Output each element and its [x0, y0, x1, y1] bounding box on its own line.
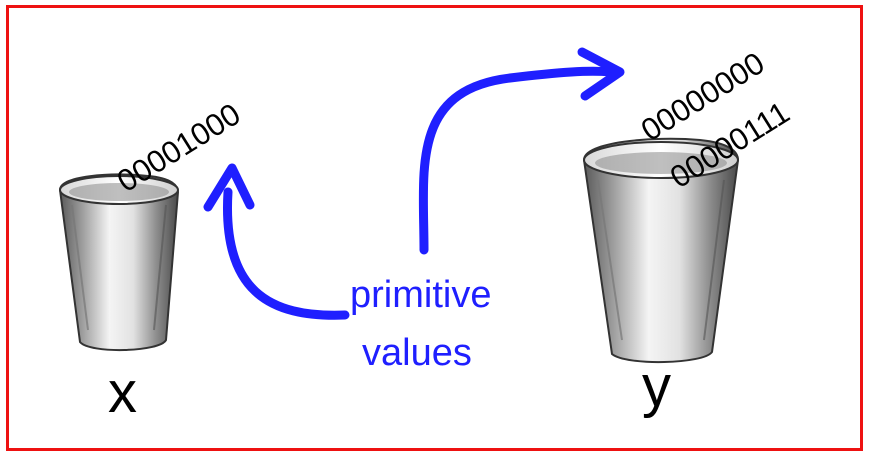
cup-icon-y — [582, 137, 740, 364]
annotation-line2: values — [362, 332, 472, 374]
variable-y-label: y — [642, 354, 671, 419]
variable-x-label: x — [108, 360, 137, 425]
cup-icon-x — [58, 173, 180, 351]
arrow-to-y-icon — [418, 47, 625, 255]
arrow-to-x-icon — [203, 163, 350, 320]
annotation-line1: primitive — [350, 274, 492, 316]
